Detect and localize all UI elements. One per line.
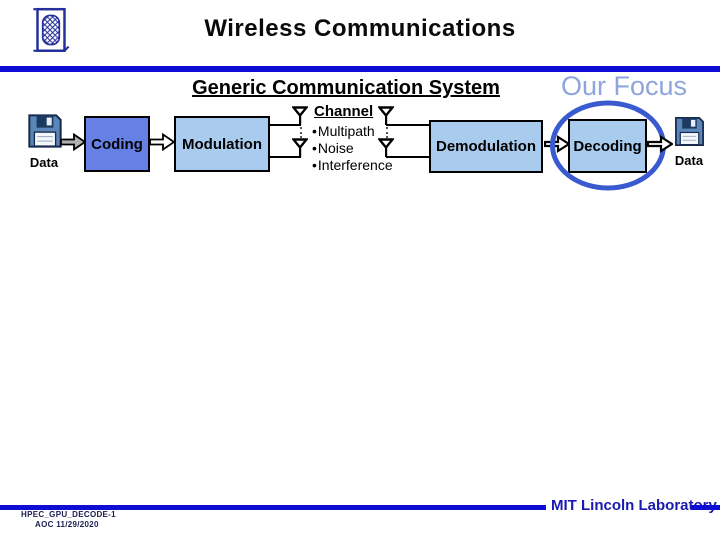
block-label: Modulation	[182, 135, 262, 153]
block-label: Coding	[91, 135, 143, 153]
footer-rule	[0, 505, 546, 510]
block-demodulation: Demodulation	[429, 120, 543, 173]
header-accent-bar	[0, 66, 720, 72]
antenna-ellipsis	[300, 127, 302, 138]
antenna-icon	[378, 138, 394, 157]
connector-line	[386, 156, 430, 158]
block-label: Demodulation	[436, 138, 536, 155]
antenna-icon	[292, 138, 308, 157]
data-output-label: Data	[674, 153, 704, 168]
floppy-disk-icon	[675, 117, 704, 146]
block-label: Decoding	[573, 137, 642, 155]
antenna-ellipsis	[386, 127, 388, 138]
channel-bullet: Noise	[312, 140, 354, 156]
flow-arrow-icon	[149, 133, 175, 151]
connector-line	[269, 156, 301, 158]
antenna-icon	[378, 106, 394, 125]
data-input-label: Data	[29, 155, 59, 170]
doc-date: AOC 11/29/2020	[35, 520, 99, 529]
lincoln-laboratory-label: MIT Lincoln Laboratory	[551, 497, 717, 514]
diagram-subtitle: Generic Communication System	[192, 77, 500, 99]
floppy-disk-icon	[28, 114, 62, 148]
flow-arrow-icon	[544, 135, 570, 153]
channel-bullet: Interference	[312, 157, 393, 173]
connector-line	[386, 124, 430, 126]
flow-arrow-icon	[647, 135, 673, 153]
slide-title: Wireless Communications	[204, 15, 516, 42]
flow-arrow-icon	[60, 133, 86, 151]
doc-id: HPEC_GPU_DECODE-1	[21, 510, 116, 519]
block-modulation: Modulation	[174, 116, 270, 172]
channel-bullet: Multipath	[312, 123, 375, 139]
antenna-icon	[292, 106, 308, 125]
block-decoding: Decoding	[568, 119, 647, 173]
channel-title: Channel	[314, 103, 374, 120]
block-coding: Coding	[84, 116, 150, 172]
our-focus-label: Our Focus	[561, 71, 688, 101]
mit-lincoln-laboratory-logo-icon	[33, 7, 70, 52]
connector-line	[269, 124, 301, 126]
footer-rule	[691, 505, 720, 510]
